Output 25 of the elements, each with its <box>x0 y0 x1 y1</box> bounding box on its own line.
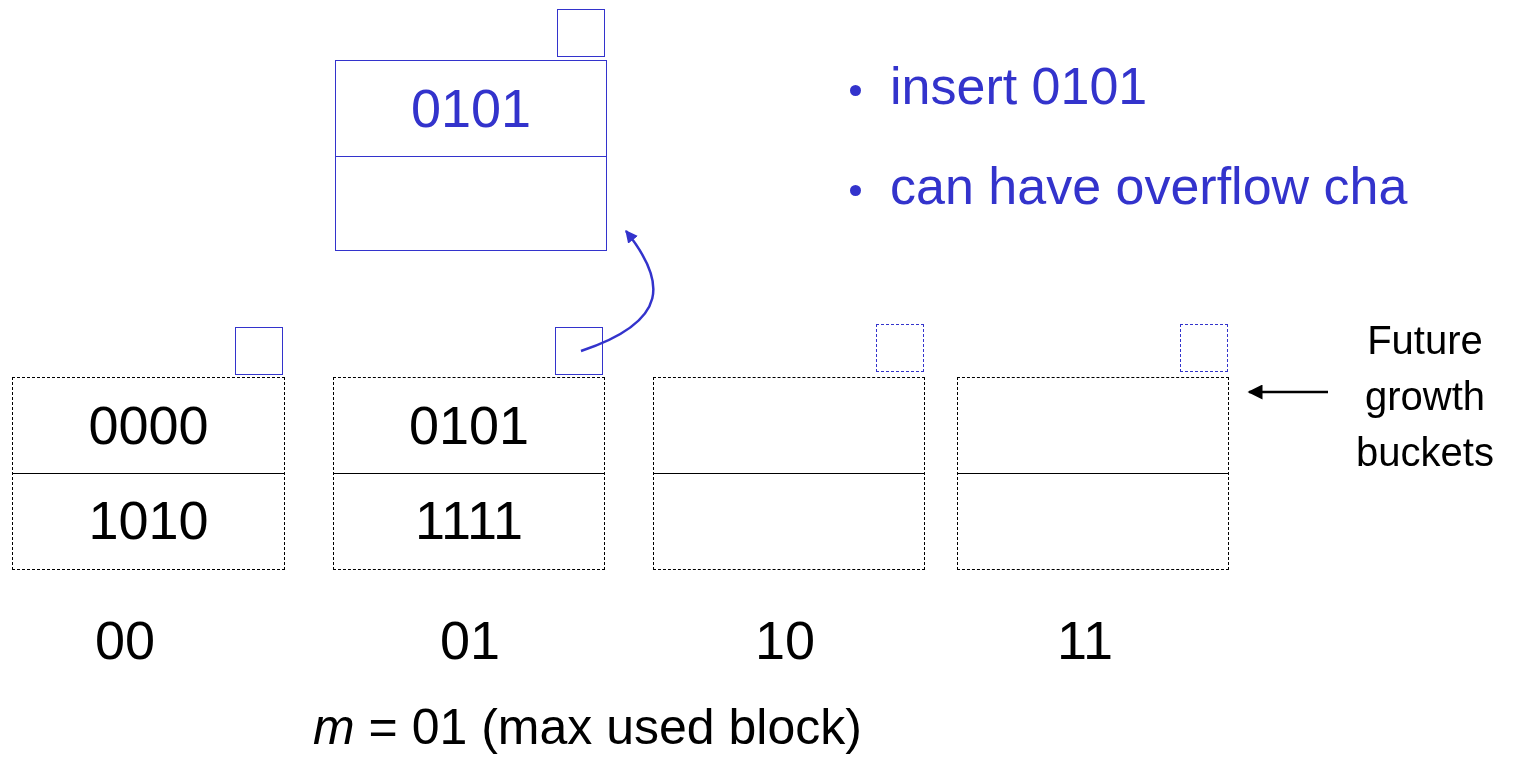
bullet-text: can have overflow cha <box>890 156 1408 217</box>
bucket-number: 01 <box>438 609 502 672</box>
bucket-box <box>653 377 925 570</box>
bucket-entry: 0000 <box>87 394 210 457</box>
arrow <box>1247 384 1328 400</box>
formula-caption: m = 01 (max used block) <box>313 698 862 757</box>
pointer-box <box>1180 324 1228 372</box>
bullet-text: insert 0101 <box>890 56 1148 117</box>
pointer-box <box>876 324 924 372</box>
pointer-box <box>555 327 603 375</box>
bucket-box <box>335 60 607 251</box>
bucket-box <box>12 377 285 570</box>
bucket-box <box>333 377 605 570</box>
pointer-box <box>235 327 283 375</box>
arrow <box>580 230 655 353</box>
bucket-number: 10 <box>753 609 817 672</box>
bucket-number: 11 <box>1055 609 1115 672</box>
bucket-entry: 1111 <box>413 489 525 552</box>
bucket-entry: 0101 <box>407 394 531 457</box>
bucket-entry: 0101 <box>409 77 533 140</box>
bucket-number: 00 <box>93 609 157 672</box>
pointer-box <box>557 9 605 57</box>
note-text: Future growth buckets <box>1340 312 1510 480</box>
bucket-entry: 1010 <box>87 489 210 552</box>
bucket-box <box>957 377 1229 570</box>
